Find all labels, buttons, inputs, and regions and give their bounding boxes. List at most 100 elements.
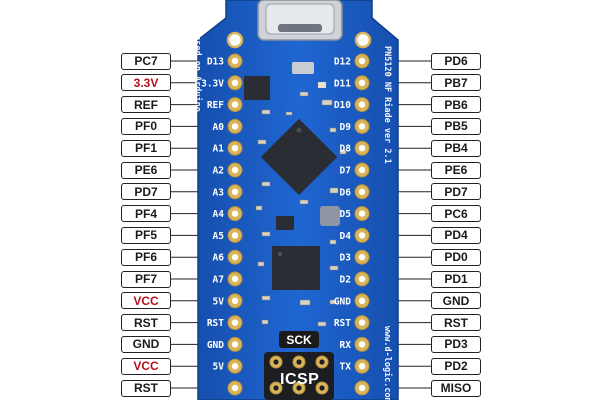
right-port-label: PE6 [431, 161, 481, 179]
smd-part [317, 321, 327, 327]
icsp-pin-hole [296, 385, 302, 391]
right-board-label: RST [334, 318, 351, 329]
left-board-label: A0 [213, 122, 225, 133]
smd-part [329, 127, 337, 133]
smd-part [329, 187, 339, 194]
right-port-label: PD7 [431, 183, 481, 201]
left-port-label: REF [121, 96, 171, 114]
right-board-label: D2 [340, 275, 351, 286]
right-port-label: RST [431, 314, 481, 332]
left-board-label: A7 [213, 275, 224, 286]
mcu-pin1-dot [296, 127, 302, 133]
right-pad-hole [358, 57, 366, 65]
nfc-pin1-dot [277, 251, 283, 257]
right-pad-hole [358, 210, 366, 217]
right-board-label: D4 [340, 231, 352, 242]
left-pad-hole [231, 166, 239, 174]
smd-part [299, 199, 309, 205]
right-board-label: RX [340, 340, 352, 351]
right-board-label: GND [334, 296, 351, 307]
left-pad-hole [231, 79, 239, 87]
right-board-label: D11 [334, 78, 351, 89]
left-port-label: PF7 [121, 270, 171, 288]
left-pad-hole [231, 123, 239, 130]
smd-part [257, 139, 267, 145]
mounting-hole-left [226, 31, 244, 49]
right-board-label: D7 [340, 166, 351, 177]
left-port-label: 3.3V [121, 74, 171, 92]
smd-part [257, 261, 265, 267]
led-indicator [318, 82, 326, 88]
left-board-label: A3 [213, 187, 225, 198]
left-board-label: 5V [213, 362, 225, 373]
right-board-label: D10 [334, 100, 351, 111]
smd-part [299, 91, 309, 97]
left-port-label: PE6 [121, 161, 171, 179]
website-note: www.d-logic.com [382, 326, 392, 403]
right-port-label: PD2 [431, 357, 481, 375]
left-board-label: A2 [213, 166, 224, 177]
smd-part [285, 111, 293, 116]
header-pads: D133.3VREFA0A1A2A3A4A5A6A75VRSTGND5VD12D… [201, 53, 370, 396]
left-port-label: PF4 [121, 205, 171, 223]
right-pad-hole [358, 188, 366, 195]
based-on-note: based on Arduino [192, 30, 202, 112]
left-pad-hole [231, 297, 239, 304]
left-port-label: VCC [121, 357, 171, 375]
right-port-label: GND [431, 292, 481, 310]
main-mcu-chip [260, 118, 338, 196]
right-pad-hole [358, 341, 366, 348]
left-port-label: RST [121, 314, 171, 332]
right-port-label: PD6 [431, 52, 481, 70]
icsp-pin-hole [273, 359, 279, 365]
mounting-hole-right [354, 31, 372, 49]
right-port-label: PD4 [431, 226, 481, 244]
smd-part [299, 299, 311, 306]
right-pad-hole [358, 275, 366, 283]
smd-part [261, 109, 271, 115]
icsp-pin-hole [319, 385, 325, 391]
left-pad-hole [231, 319, 239, 326]
right-pad-hole [358, 319, 366, 326]
right-port-label: PD0 [431, 248, 481, 266]
smd-part [261, 295, 271, 301]
right-board-label: D9 [340, 122, 352, 133]
left-port-label: PF1 [121, 139, 171, 157]
smd-part [329, 265, 339, 271]
left-board-label: A5 [213, 231, 225, 242]
left-port-label: GND [121, 335, 171, 353]
right-pad-hole [358, 232, 366, 239]
smd-components [255, 91, 347, 327]
smd-part [329, 239, 337, 245]
icsp-pin-hole [319, 359, 325, 365]
icsp-label: ICSP [280, 371, 320, 388]
right-port-label: PD1 [431, 270, 481, 288]
crystal [292, 62, 314, 74]
left-board-label: A1 [213, 144, 225, 155]
version-note: PN5120 NF Riade ver 2.1 [382, 46, 392, 164]
icsp-pin-hole [296, 359, 302, 365]
right-pad-hole [358, 79, 366, 87]
right-pad-hole [358, 384, 366, 392]
right-board-label: D8 [340, 144, 352, 155]
left-port-label: VCC [121, 292, 171, 310]
left-board-label: D13 [207, 57, 224, 68]
right-port-label: PB7 [431, 74, 481, 92]
right-board-label: D12 [334, 57, 351, 68]
left-board-label: 5V [213, 296, 225, 307]
left-pad-hole [231, 275, 239, 283]
smd-part [321, 99, 333, 106]
right-pad-hole [358, 363, 366, 370]
left-board-label: GND [207, 340, 224, 351]
right-board-label: TX [340, 362, 352, 373]
right-pad-hole [358, 297, 366, 304]
icsp-pins [269, 355, 329, 395]
smd-part [339, 149, 347, 155]
left-pad-hole [231, 254, 239, 261]
left-pad-hole [231, 188, 239, 195]
smd-part [329, 299, 337, 305]
left-port-label: PF6 [121, 248, 171, 266]
left-pad-hole [231, 363, 239, 370]
